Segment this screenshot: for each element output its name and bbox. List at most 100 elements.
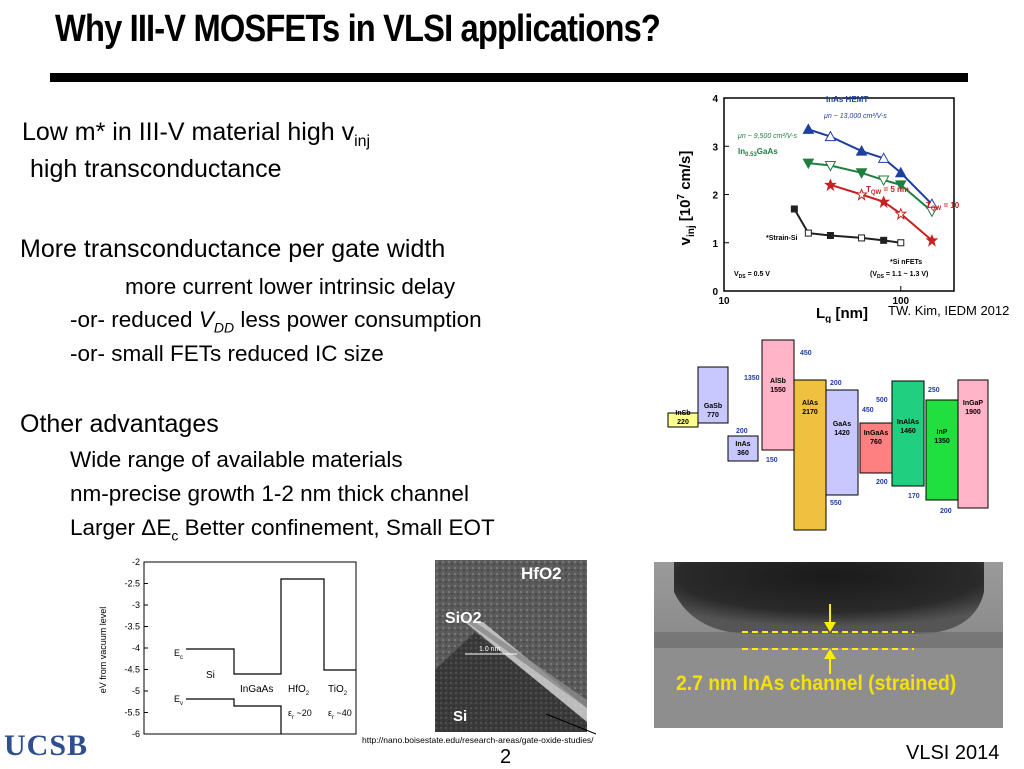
bullet-low-mass: Low m* in III-V material high vinj (22, 120, 370, 150)
vinj-annot-strain: *Strain-Si (766, 235, 798, 242)
vinj-data-point (877, 175, 890, 187)
text: Larger ΔE (70, 515, 172, 540)
label-hfo2: HfO2 (288, 684, 310, 697)
vinj-xlabel: Lg [nm] (816, 305, 868, 323)
band-alsb (761, 339, 795, 451)
channel-caption: 2.7 nm InAs channel (strained) (676, 672, 957, 695)
offset-1350: 1350 (744, 375, 760, 382)
oxide-y-axis: -2-2.5-3-3.5-4-4.5-5-5.5-6 (124, 558, 148, 739)
tem-label-si: Si (453, 708, 468, 725)
band-ingap (957, 379, 989, 509)
text: reduced IC size (227, 341, 384, 366)
oxide-ytick-label: -2.5 (124, 579, 140, 589)
channel-markers (742, 604, 914, 674)
band-offset-labels: 1350 200 450 200 150 500 450 250 200 550… (736, 350, 952, 515)
page-number: 2 (500, 746, 512, 768)
oxide-ytick-label: -6 (132, 729, 140, 739)
text: high transconductance (30, 155, 282, 183)
offset-200: 200 (736, 428, 748, 435)
valence-band-line (186, 698, 282, 734)
offset-550: 550 (830, 500, 842, 507)
text: less power consumption (234, 307, 482, 332)
text: 1-2 nm thick channel (261, 481, 469, 506)
vinj-xtick-label: 10 (718, 296, 730, 307)
vinj-annot-si: *Si nFETs (890, 259, 922, 266)
vinj-data-point (824, 161, 837, 172)
sub-bullet-current: more current lower intrinsic delay (125, 274, 456, 299)
oxide-ytick-label: -4.5 (124, 665, 140, 675)
oxide-ylabel: eV from vacuum level (98, 607, 108, 694)
vinj-ytick-label: 3 (712, 142, 718, 153)
text: -or- small FETs (70, 341, 228, 366)
oxide-ytick-label: -3 (132, 600, 140, 610)
ucsb-logo: UCSB (4, 729, 89, 762)
text: more current (125, 274, 259, 299)
vinj-series (790, 123, 939, 247)
inas-channel-photo: 2.7 nm InAs channel (strained) (654, 562, 1003, 728)
sub-bullet-size: -or- small FETs reduced IC size (70, 341, 384, 366)
band-inp (925, 399, 959, 501)
text: Better confinement, Small EOT (178, 515, 495, 540)
band-alas (793, 379, 827, 531)
arrow-up-head (824, 649, 836, 659)
sub-bullet-confinement: Larger ΔEc Better confinement, Small EOT (70, 515, 495, 542)
oxide-ytick-label: -4 (132, 643, 140, 653)
label-er-20: εr ~20 (288, 708, 312, 721)
vinj-data-point (926, 206, 938, 218)
sub-bullet-power: -or- reduced VDD less power consumption (70, 307, 482, 336)
oxide-ytick-label: -5 (132, 686, 140, 696)
vinj-data-point (894, 207, 908, 221)
inas-channel-image (654, 562, 1003, 728)
label-ingaas: InGaAs (240, 684, 273, 695)
text: V (198, 307, 214, 332)
text: nm-precise growth (70, 481, 262, 506)
tem-oxide-image (435, 560, 587, 732)
vinj-data-point (897, 239, 905, 247)
vinj-annot-hemt: InAs HEMT (826, 95, 868, 104)
text: -or- reduced (70, 307, 199, 332)
vinj-data-point (790, 205, 798, 213)
vinj-ytick-label: 2 (712, 191, 718, 202)
title-rule (50, 73, 968, 82)
subscript: DD (213, 319, 235, 336)
band-ingaas (859, 422, 893, 474)
vinj-series-line (808, 162, 933, 213)
vinj-annot-vds-range: (VDS = 1.1 ~ 1.3 V) (870, 271, 928, 280)
label-tio2: TiO2 (328, 684, 348, 697)
label-er-40: εr ~40 (328, 708, 352, 721)
vinj-data-point (824, 130, 837, 142)
oxide-ytick-label: -5.5 (124, 708, 140, 718)
vinj-annot-ingaas: In0.53GaAs (738, 147, 778, 158)
subscript: inj (354, 133, 371, 150)
arrow-down-head (824, 622, 836, 632)
tem-oxide-photo: HfO2 SiO2 1.0 nm Si (435, 560, 587, 732)
vinj-xtick-label: 100 (892, 296, 909, 307)
vinj-ytick-label: 4 (712, 94, 718, 105)
offset-250: 250 (928, 387, 940, 394)
vinj-data-point (855, 168, 868, 179)
vinj-annot-mu1: μn ~ 13,000 cm²/V-s (823, 113, 887, 120)
vinj-data-point (804, 229, 812, 237)
offset-200d: 200 (940, 508, 952, 515)
citation-pointer (545, 713, 597, 735)
oxide-plot-frame (143, 561, 357, 735)
vinj-data-point (858, 234, 866, 242)
vinj-annot-tqw5: TQW = 5 nm (866, 185, 909, 196)
citation-vinj: TW. Kim, IEDM 2012 (888, 303, 1010, 318)
oxide-band-diagram: -2-2.5-3-3.5-4-4.5-5-5.5-6 eV from vacuu… (98, 558, 357, 739)
oxide-ytick-label: -2 (132, 558, 140, 567)
band-gaas (825, 389, 859, 496)
vinj-data-point (826, 232, 834, 240)
text: high v (287, 118, 355, 146)
vinj-data-point (877, 195, 891, 209)
text: lower intrinsic delay (258, 274, 456, 299)
band-inas (727, 435, 759, 462)
